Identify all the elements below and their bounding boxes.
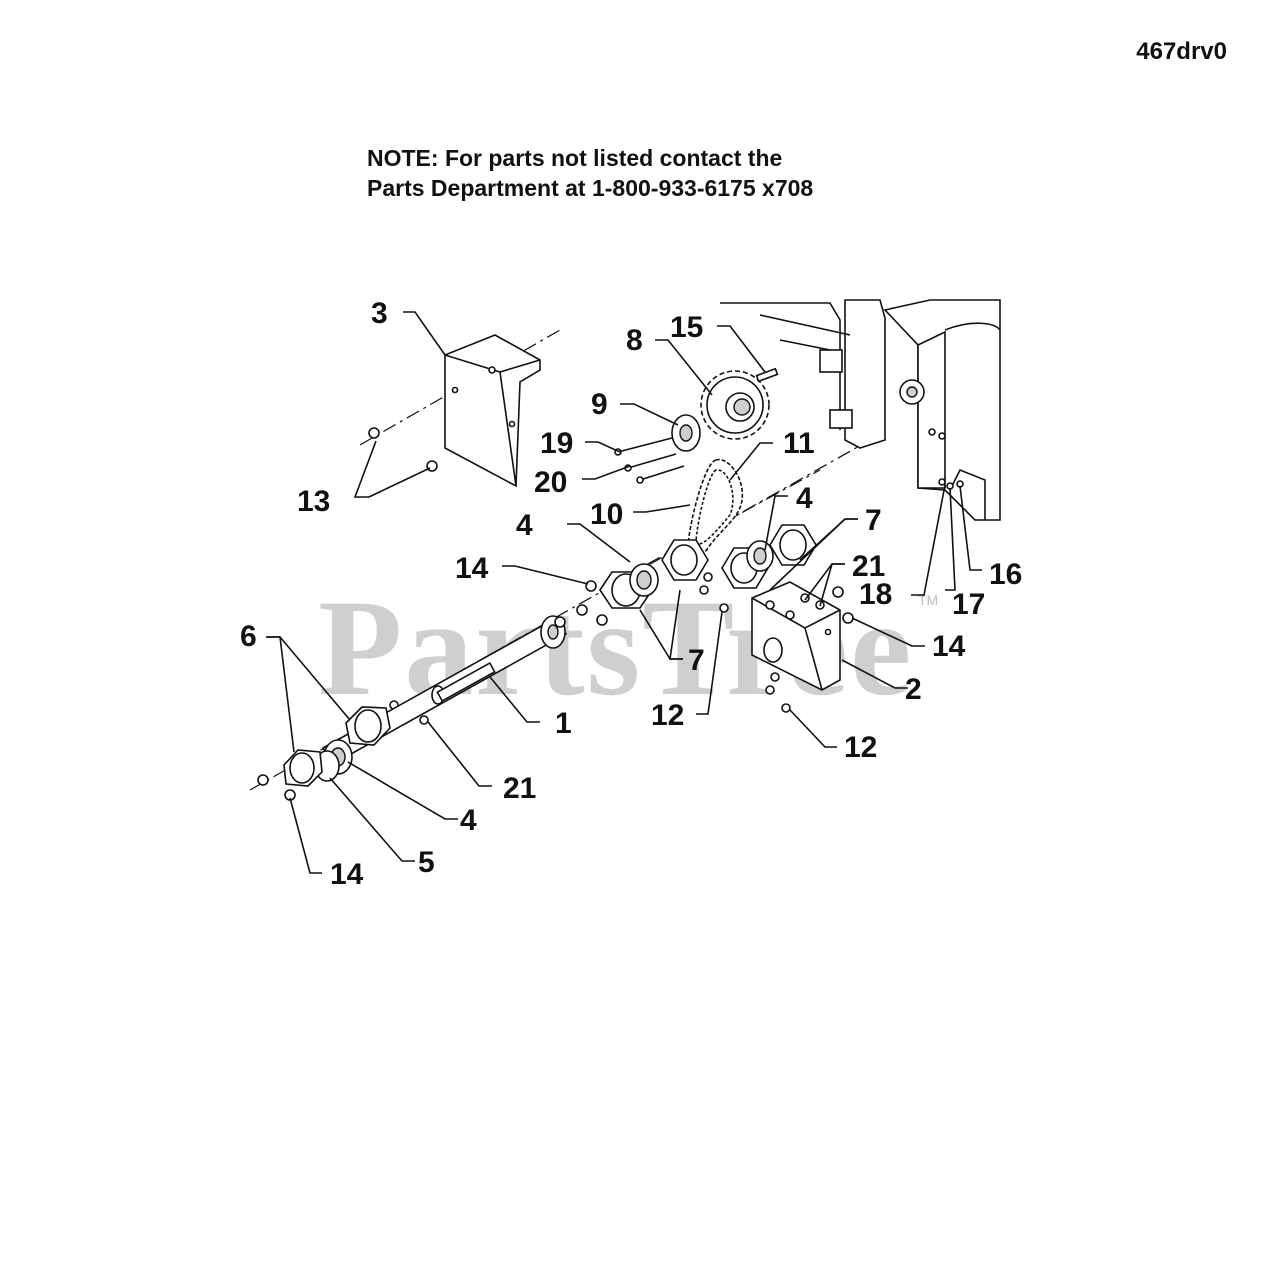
- callout-4a: 4: [460, 804, 477, 837]
- diagram-code: 467drv0: [1136, 38, 1227, 65]
- part-shield-cover: [444, 334, 541, 488]
- leader-lines: [266, 311, 982, 874]
- parts-note: NOTE: For parts not listed contact the P…: [367, 143, 813, 203]
- callout-14c: 14: [330, 858, 364, 891]
- callout-4b: 4: [516, 509, 533, 542]
- callout-18: 18: [859, 578, 892, 611]
- callout-4c: 4: [796, 482, 813, 515]
- part-housing: [720, 299, 1001, 521]
- callout-8: 8: [626, 324, 643, 357]
- watermark-trademark: TM: [918, 592, 939, 608]
- part-screws-13: [368, 427, 438, 472]
- callout-21a: 21: [503, 772, 536, 805]
- part-bearings-upper: [599, 524, 817, 609]
- note-line-1: NOTE: For parts not listed contact the: [367, 145, 783, 171]
- callout-3: 3: [371, 297, 388, 330]
- part-bolts-19-20: [614, 437, 685, 484]
- callout-19: 19: [540, 427, 573, 460]
- note-line-2: Parts Department at 1-800-933-6175 x708: [367, 175, 814, 201]
- part-chain: [687, 458, 744, 559]
- part-sprocket: [700, 370, 770, 440]
- callout-14b: 14: [932, 630, 966, 663]
- callout-11: 11: [783, 427, 815, 460]
- callout-9: 9: [591, 388, 608, 421]
- callout-12b: 12: [844, 731, 877, 764]
- callout-5: 5: [418, 846, 435, 879]
- callout-15: 15: [670, 311, 703, 344]
- part-hub: [671, 414, 701, 452]
- callout-7b: 7: [865, 504, 882, 537]
- callout-6: 6: [240, 620, 257, 653]
- callout-14a: 14: [455, 552, 489, 585]
- callout-12a: 12: [651, 699, 684, 732]
- callout-20: 20: [534, 466, 567, 499]
- callout-21b: 21: [852, 550, 885, 583]
- callout-labels: 3 8 15 9 19 11 20 13 10 4 4 7 21 14 16 1…: [240, 297, 1022, 891]
- callout-2: 2: [905, 673, 922, 706]
- callout-7a: 7: [688, 644, 705, 677]
- part-key: [755, 367, 779, 383]
- callout-17: 17: [952, 588, 985, 621]
- callout-10: 10: [590, 498, 623, 531]
- part-bearings-lower: [283, 706, 391, 787]
- part-bearing-housing: [751, 581, 841, 691]
- part-bolts-12: [699, 572, 791, 713]
- callout-16: 16: [989, 558, 1022, 591]
- callout-1: 1: [555, 707, 572, 740]
- callout-13: 13: [297, 485, 330, 518]
